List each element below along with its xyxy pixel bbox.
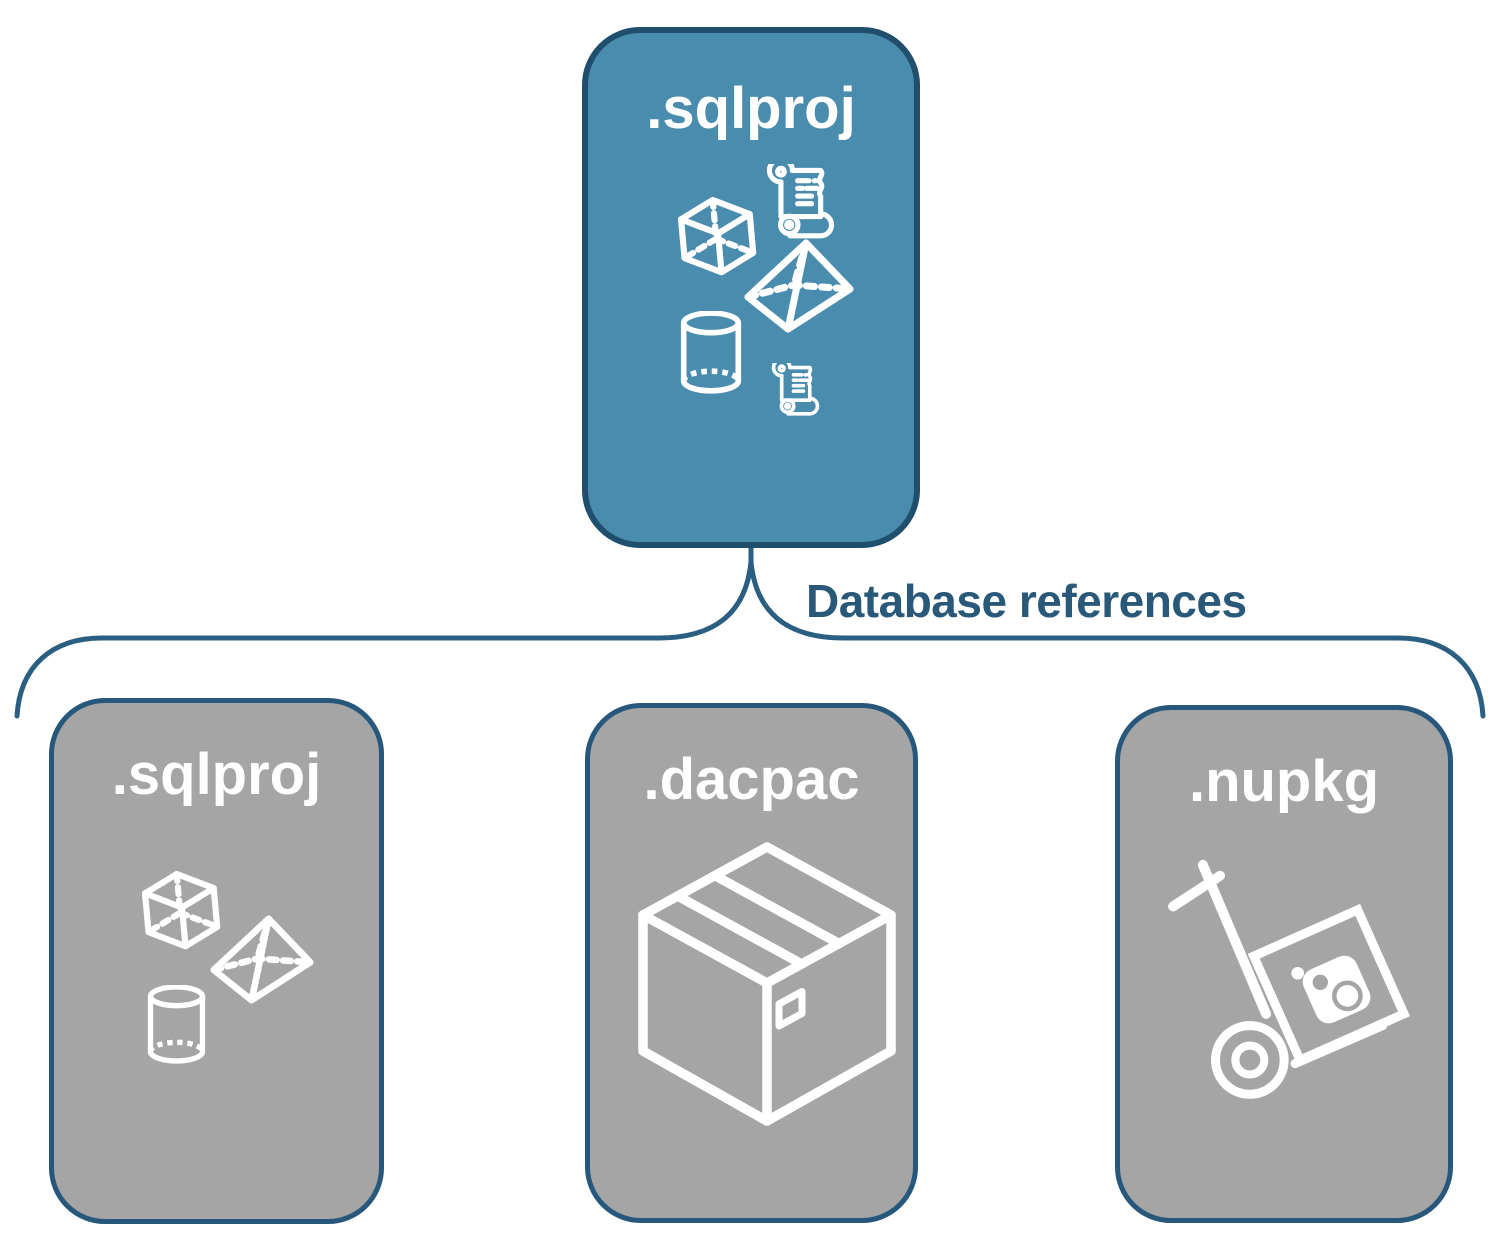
node-child-nupkg: .nupkg [1115, 705, 1453, 1223]
node-root-label: .sqlproj [646, 76, 856, 141]
connector-label: Database references [806, 575, 1247, 627]
node-child-label: .nupkg [1188, 749, 1380, 814]
cylinder-icon [143, 985, 210, 1065]
scroll-icon [763, 164, 845, 246]
pyramid-icon [210, 915, 314, 1004]
node-child-label: .dacpac [643, 747, 860, 812]
cylinder-icon [676, 311, 746, 395]
node-child-dacpac: .dacpac [585, 703, 918, 1223]
hand-truck-nuget-icon [1155, 845, 1435, 1116]
package-box-icon [632, 836, 902, 1131]
node-root-sqlproj: .sqlproj [582, 27, 920, 548]
pyramid-icon [744, 239, 854, 333]
node-child-label: .sqlproj [111, 742, 322, 807]
scroll-icon [769, 363, 827, 421]
node-child-sqlproj: .sqlproj [49, 698, 384, 1224]
